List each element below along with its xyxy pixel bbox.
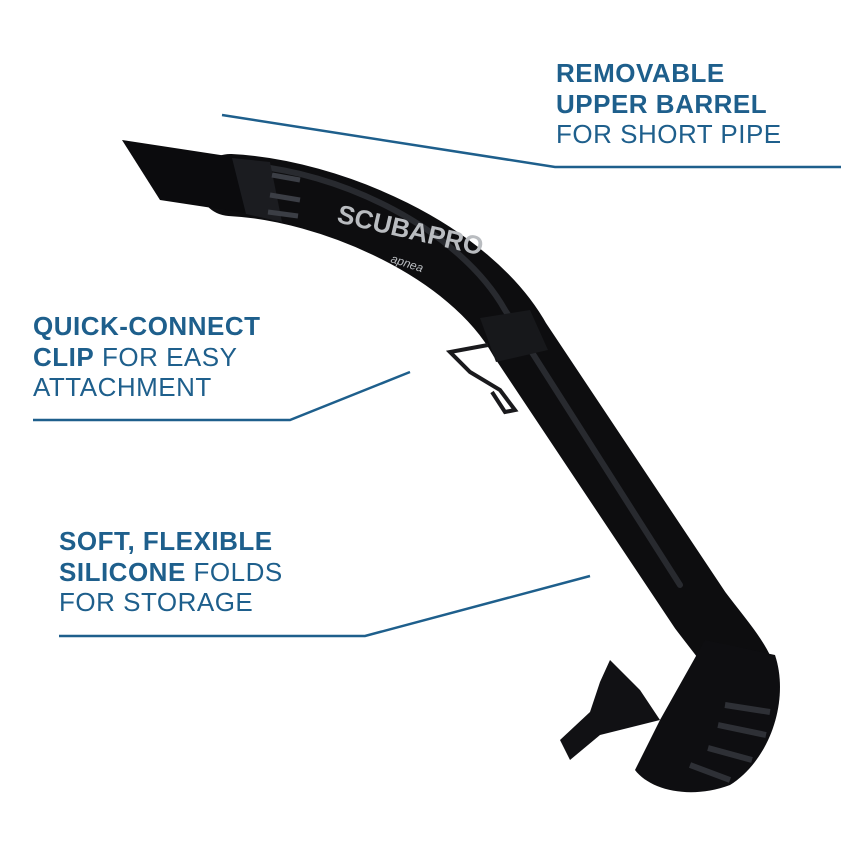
upper-barrel	[122, 140, 252, 214]
upper-barrel-joint	[232, 158, 282, 222]
silicone-folds	[688, 702, 771, 783]
barrel-ridges	[267, 172, 301, 219]
callout-line: CLIP FOR EASY	[33, 341, 238, 372]
leader-line-clip	[33, 370, 411, 422]
callout-silicone: SOFT, FLEXIBLE SILICONE FOLDS FOR STORAG…	[59, 526, 283, 618]
mouthpiece	[560, 660, 660, 760]
leader-line-silicone	[59, 574, 591, 638]
quick-connect-clip	[445, 343, 519, 415]
snorkel-highlight	[237, 162, 683, 588]
callout-line: FOR STORAGE	[59, 587, 254, 618]
callout-line: SILICONE FOLDS	[59, 556, 283, 587]
callout-upper-barrel: REMOVABLE UPPER BARREL FOR SHORT PIPE	[556, 58, 782, 150]
callout-line: FOR SHORT PIPE	[556, 119, 782, 150]
snorkel-tube	[199, 154, 778, 731]
clip-band	[480, 310, 548, 362]
callout-line: QUICK-CONNECT	[33, 311, 261, 341]
callout-line: REMOVABLE	[556, 58, 725, 88]
leader-line-upper-barrel	[221, 113, 841, 169]
callout-line: SOFT, FLEXIBLE	[59, 526, 273, 556]
callout-line: UPPER BARREL	[556, 88, 768, 119]
silicone-lower	[635, 640, 780, 793]
callout-line: ATTACHMENT	[33, 372, 212, 403]
callout-clip: QUICK-CONNECT CLIP FOR EASY ATTACHMENT	[33, 311, 261, 403]
